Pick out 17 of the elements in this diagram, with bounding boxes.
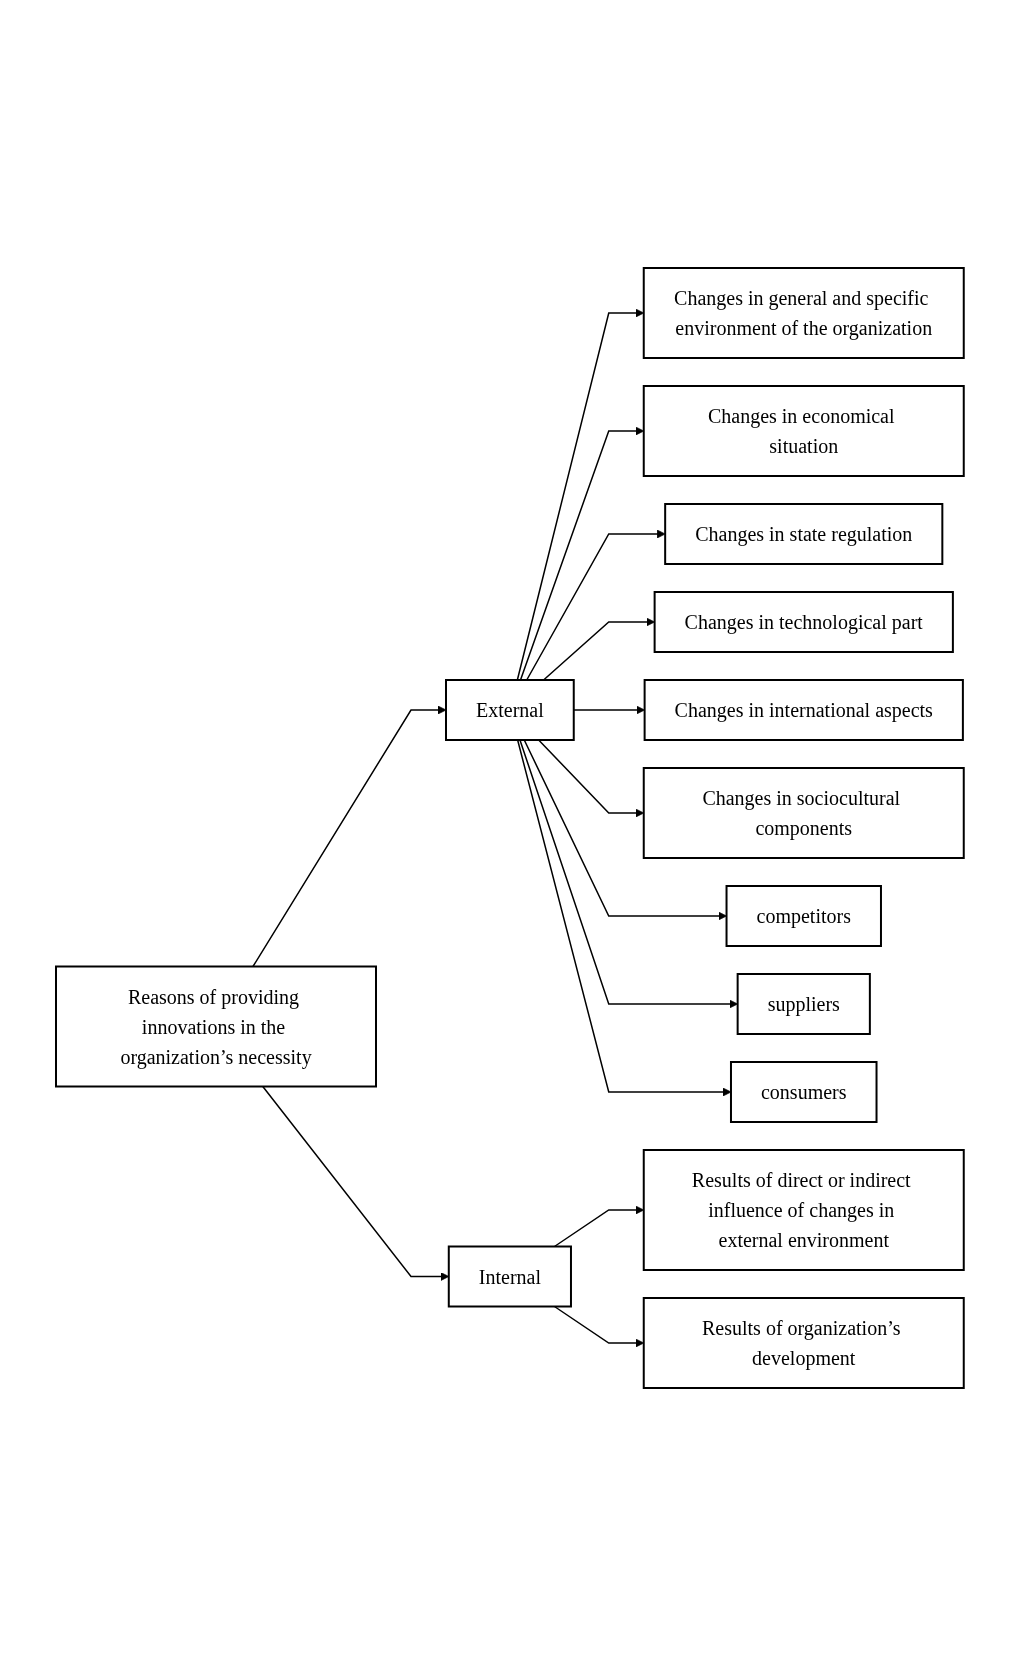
node-box: competitors (725, 885, 883, 947)
arrow (526, 529, 666, 681)
arrow (252, 705, 447, 968)
node-box: Results of direct or indirect influence of changes in external environment (642, 1149, 965, 1271)
node-box: consumers (730, 1061, 878, 1123)
node-box: Changes in state regulation (664, 503, 944, 565)
node-box: Changes in sociocultural components (642, 767, 965, 859)
node-box: Changes in international aspects (643, 679, 964, 741)
arrow (517, 739, 732, 1097)
node-box: Changes in economical situation (642, 385, 965, 477)
node-box: Reasons of providing innovations in the organization’s necessity (55, 965, 378, 1088)
node-box: Results of organization’s development (642, 1297, 965, 1389)
node-box: suppliers (736, 973, 871, 1035)
node-box: Changes in technological part (653, 591, 954, 653)
node-box: Internal (447, 1245, 573, 1308)
node-box: External (445, 679, 575, 741)
node-box: Changes in general and specific environment of the organization (642, 267, 965, 359)
